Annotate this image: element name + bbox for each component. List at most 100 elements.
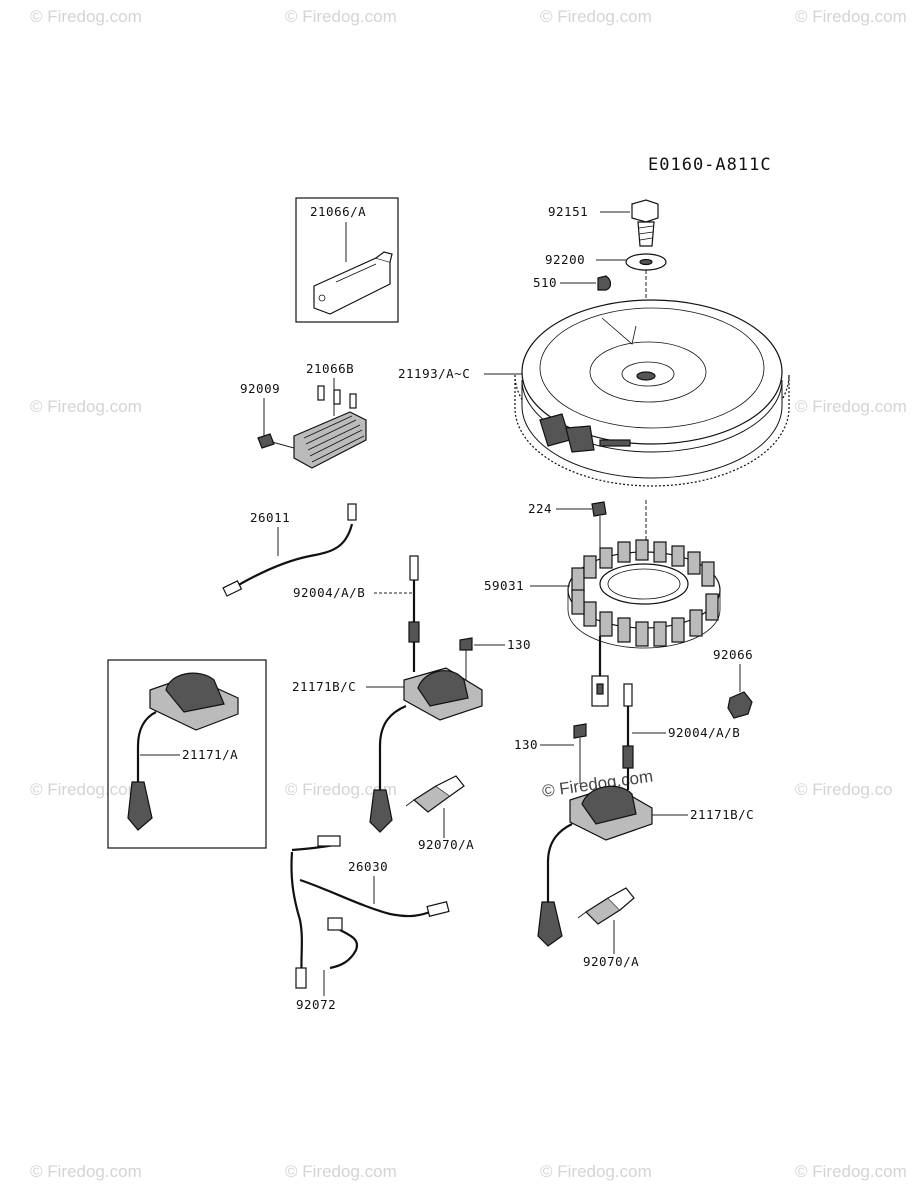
watermark: © Firedog.com xyxy=(30,397,142,416)
cooling-fins xyxy=(303,415,365,463)
screw-shaft xyxy=(271,441,295,449)
inset-frame xyxy=(295,197,399,323)
plug-electrode xyxy=(577,911,587,919)
watermark: © Firedog.com xyxy=(30,1162,142,1181)
part-label-92066: 92066 xyxy=(713,647,753,662)
part-label-92009: 92009 xyxy=(240,381,280,396)
magnet xyxy=(565,425,595,453)
terminal xyxy=(349,393,357,409)
bolt-head-92151 xyxy=(631,199,659,223)
watermark: © Firedog.com xyxy=(540,7,652,26)
tube xyxy=(329,929,359,970)
watermark-layer: © Firedog.com © Firedog.com © Firedog.co… xyxy=(30,7,907,1181)
stator-59031: 224 59031 xyxy=(484,500,721,707)
part-label-224: 224 xyxy=(528,501,552,516)
part-label-21193: 21193/A~C xyxy=(398,366,470,381)
harness-wire xyxy=(290,851,304,981)
part-label-21171bc-left: 21171B/C xyxy=(292,679,356,694)
connector xyxy=(347,503,357,521)
watermark: © Firedog.com xyxy=(795,397,907,416)
part-label-92072: 92072 xyxy=(296,997,336,1012)
stator-windings xyxy=(571,539,719,647)
terminal xyxy=(317,385,325,401)
flywheel-marking xyxy=(601,317,637,345)
part-label-21066b: 21066B xyxy=(306,361,354,376)
watermark: © Firedog.com xyxy=(795,7,907,26)
ignition-coil-left: 92004/A/B 130 21171B/C 92070/A xyxy=(292,555,531,852)
lead-wire xyxy=(229,523,354,591)
watermark: © Firedog.com xyxy=(30,780,142,799)
terminal xyxy=(333,389,341,405)
stator-side xyxy=(567,590,721,649)
bolt-130 xyxy=(459,637,473,651)
connector-pin xyxy=(596,683,604,695)
washer-hole xyxy=(639,258,653,266)
watermark: © Firedog.com xyxy=(795,1162,907,1181)
part-label-92070a-left: 92070/A xyxy=(418,837,474,852)
tube-92072: 92072 xyxy=(296,917,359,1012)
spark-plug-92070a-right xyxy=(577,887,635,925)
regulator-21066b: 21066B 92009 xyxy=(240,361,367,469)
plug-electrode xyxy=(405,799,415,807)
part-label-21066a: 21066/A xyxy=(310,204,366,219)
connector xyxy=(317,835,341,847)
part-label-92004-right: 92004/A/B xyxy=(668,725,740,740)
watermark: © Firedog.com xyxy=(30,7,142,26)
watermark: © Firedog.com xyxy=(540,1162,652,1181)
ignition-coil-right: 130 92004/A/B 21171B/C 92070/A xyxy=(514,683,754,969)
plug-insulator xyxy=(435,775,465,797)
watermark: © Firedog.com xyxy=(285,7,397,26)
harness-wire xyxy=(299,878,437,918)
flywheel-inner-ring xyxy=(539,307,765,429)
plug-cap xyxy=(537,901,563,947)
connector xyxy=(295,967,307,989)
diagram-code: E0160-A811C xyxy=(648,155,772,175)
flywheel-face xyxy=(521,299,783,445)
plug-body xyxy=(727,691,753,719)
screw-92009 xyxy=(257,433,275,449)
part-label-26030: 26030 xyxy=(348,859,388,874)
plug-cap xyxy=(127,781,153,831)
part-label-21171a: 21171/A xyxy=(182,747,238,762)
ignition-coil-21171a: 21171/A xyxy=(107,659,267,849)
stator-bore-inner xyxy=(607,568,681,600)
flywheel-hardware: 92151 92200 510 xyxy=(533,199,667,372)
tube-end xyxy=(327,917,343,931)
plug-insulator xyxy=(607,887,635,911)
watermark: © Firedog.co xyxy=(795,780,893,799)
part-label-59031: 59031 xyxy=(484,578,524,593)
part-label-130-left: 130 xyxy=(507,637,531,652)
part-label-130-right: 130 xyxy=(514,737,538,752)
flywheel-hub-ring xyxy=(589,341,707,403)
lead-boot xyxy=(622,745,634,769)
lead-wire-26011: 26011 xyxy=(222,503,357,597)
part-label-21171bc-right: 21171B/C xyxy=(690,807,754,822)
flywheel-21193: 21193/A~C xyxy=(398,299,790,487)
regulator-21066a: 21066/A xyxy=(295,197,399,323)
inset-frame xyxy=(107,659,267,849)
flywheel-hub xyxy=(621,361,675,387)
hv-cable xyxy=(546,823,573,902)
spark-plug-92070a-left xyxy=(405,775,465,813)
bolt-thread xyxy=(638,225,654,241)
coil-cap xyxy=(581,785,637,825)
regulator-edge xyxy=(335,263,377,283)
lead-boot xyxy=(408,621,420,643)
part-label-92200: 92200 xyxy=(545,252,585,267)
bolt-130 xyxy=(573,723,587,739)
part-label-92004-left: 92004/A/B xyxy=(293,585,365,600)
hv-cable xyxy=(378,704,407,790)
flywheel-bore xyxy=(636,371,656,381)
part-label-92070a-right: 92070/A xyxy=(583,954,639,969)
magnet-bar xyxy=(599,439,631,447)
plug-cap xyxy=(369,789,393,833)
coil-cap xyxy=(165,672,225,713)
lead-terminal xyxy=(409,555,419,581)
stator-bore xyxy=(599,563,689,605)
hv-cable xyxy=(136,711,157,782)
plug-92066: 92066 xyxy=(713,647,753,719)
connector xyxy=(222,580,243,597)
screw-224 xyxy=(591,501,607,517)
